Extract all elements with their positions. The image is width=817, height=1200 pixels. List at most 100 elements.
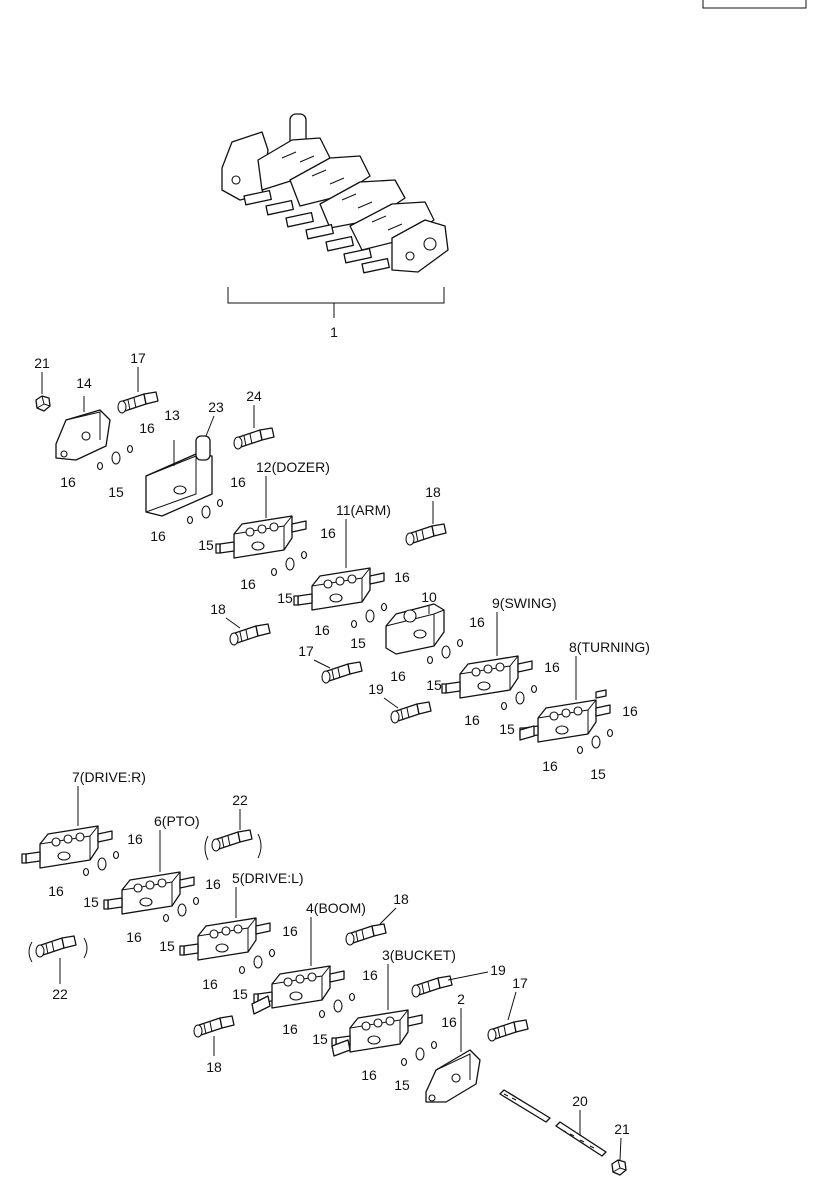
label-part-4: 4(BOOM) — [306, 900, 366, 916]
label-16-g1: 16 — [622, 703, 638, 719]
label-22-b: 22 — [52, 986, 68, 1002]
label-part-2: 2 — [457, 991, 465, 1007]
label-15-g: 15 — [590, 766, 606, 782]
valve-assembly-illustration — [221, 113, 449, 274]
label-16-b2: 16 — [150, 528, 166, 544]
label-18-c: 18 — [393, 891, 409, 907]
label-16-e1: 16 — [469, 614, 485, 630]
plug-17-a-illustration — [321, 661, 363, 684]
label-part-6: 6(PTO) — [154, 813, 200, 829]
label-16-h2: 16 — [48, 883, 64, 899]
label-16-k2: 16 — [282, 1021, 298, 1037]
label-17-a: 17 — [298, 643, 314, 659]
label-15-d: 15 — [350, 635, 366, 651]
section-9-illustration — [441, 655, 533, 699]
label-16-j1: 16 — [282, 923, 298, 939]
label-part-12: 12(DOZER) — [256, 459, 330, 475]
section-4-illustration — [251, 965, 345, 1015]
section-8-illustration — [519, 689, 611, 743]
label-16-f2: 16 — [464, 712, 480, 728]
label-16-l1: 16 — [441, 1014, 457, 1030]
end-cover-2-illustration — [425, 1049, 481, 1103]
label-part-23: 23 — [208, 399, 224, 415]
corner-frame — [702, 0, 807, 9]
label-part-14: 14 — [76, 375, 92, 391]
plug-24-illustration — [233, 427, 275, 450]
plug-18-a-illustration — [405, 523, 447, 546]
label-15-e: 15 — [426, 677, 442, 693]
optional-plug-22-b-illustration — [28, 935, 88, 963]
label-15-b: 15 — [198, 537, 214, 553]
label-16-a2: 16 — [60, 474, 76, 490]
label-16-l2: 16 — [361, 1067, 377, 1083]
label-part-10: 10 — [421, 589, 437, 605]
label-part-8: 8(TURNING) — [569, 639, 650, 655]
label-16-c1: 16 — [320, 525, 336, 541]
label-16-d1: 16 — [394, 569, 410, 585]
label-part-11: 11(ARM) — [336, 502, 391, 518]
label-16-g2: 16 — [542, 758, 558, 774]
section-11-illustration — [293, 567, 385, 611]
label-16-f1: 16 — [544, 659, 560, 675]
assembly-bracket — [227, 287, 445, 318]
seal-set-c-illustration — [270, 550, 308, 577]
label-part-7: 7(DRIVE:R) — [72, 769, 146, 785]
section-5-illustration — [179, 917, 271, 961]
label-22-a: 22 — [232, 792, 248, 808]
plug-18-c-illustration — [345, 923, 387, 946]
plug-18-d-illustration — [193, 1015, 235, 1038]
section-10-illustration — [385, 603, 445, 655]
label-16-h1: 16 — [127, 831, 143, 847]
label-15-k: 15 — [312, 1031, 328, 1047]
tie-rod-20-illustration — [499, 1089, 607, 1157]
label-15-f: 15 — [499, 721, 515, 737]
nut-21-bottom-illustration — [611, 1159, 627, 1176]
label-18-d: 18 — [206, 1059, 222, 1075]
label-17-b: 17 — [512, 975, 528, 991]
plug-17-b-illustration — [487, 1019, 529, 1042]
label-part-21-top: 21 — [34, 355, 50, 371]
label-part-1: 1 — [330, 324, 338, 340]
label-part-20: 20 — [572, 1093, 588, 1109]
label-part-9: 9(SWING) — [492, 595, 557, 611]
label-18-b: 18 — [210, 601, 226, 617]
plug-19-b-illustration — [411, 975, 453, 998]
label-part-24: 24 — [246, 388, 262, 404]
label-15-h: 15 — [83, 894, 99, 910]
plug-17-top-illustration — [117, 391, 159, 414]
label-15-j: 15 — [232, 986, 248, 1002]
section-12-illustration — [215, 515, 307, 559]
end-cover-14-illustration — [55, 396, 111, 461]
label-16-c2: 16 — [240, 576, 256, 592]
label-part-5: 5(DRIVE:L) — [232, 870, 304, 886]
label-15-i: 15 — [159, 938, 175, 954]
label-15-a: 15 — [108, 484, 124, 500]
label-16-a1: 16 — [139, 420, 155, 436]
plug-18-b-illustration — [229, 623, 271, 646]
label-16-e2: 16 — [390, 668, 406, 684]
label-16-k1: 16 — [362, 967, 378, 983]
label-18-a: 18 — [425, 484, 441, 500]
label-16-j2: 16 — [202, 976, 218, 992]
label-15-l: 15 — [394, 1077, 410, 1093]
label-part-21-bottom: 21 — [614, 1121, 630, 1137]
label-15-c: 15 — [277, 590, 293, 606]
nut-21-top-illustration — [35, 395, 51, 412]
label-16-i1: 16 — [205, 876, 221, 892]
label-part-3: 3(BUCKET) — [382, 947, 456, 963]
label-16-d2: 16 — [314, 622, 330, 638]
plug-19-a-illustration — [390, 701, 432, 724]
seal-set-k-illustration — [318, 992, 356, 1019]
label-16-i2: 16 — [126, 929, 142, 945]
seal-set-l-illustration — [400, 1040, 438, 1067]
inlet-block-13-illustration — [145, 435, 213, 517]
label-part-13: 13 — [164, 407, 180, 423]
seal-set-d-illustration — [350, 602, 388, 629]
seal-set-a-illustration — [96, 444, 134, 471]
section-3-illustration — [331, 1009, 423, 1057]
label-19-b: 19 — [490, 962, 506, 978]
label-16-b1: 16 — [230, 474, 246, 490]
label-19-a: 19 — [368, 681, 384, 697]
optional-plug-22-a-illustration — [204, 829, 262, 861]
